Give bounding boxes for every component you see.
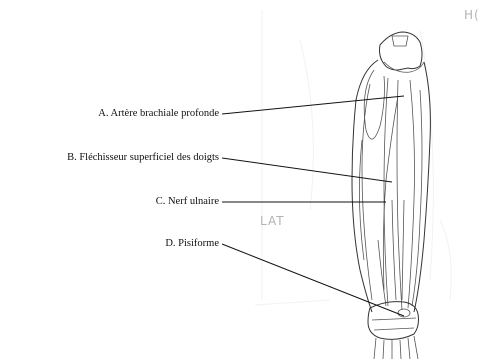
handwritten-lat: LAT [260, 214, 285, 228]
leader-line-d [222, 244, 404, 316]
leader-line-b [222, 158, 392, 182]
forearm-outline [352, 32, 430, 312]
label-d: D. Pisiforme [165, 238, 219, 250]
label-c: C. Nerf ulnaire [156, 196, 219, 208]
leader-line-a [222, 96, 404, 114]
label-a: A. Artère brachiale profonde [98, 108, 219, 120]
wrist-and-hand [368, 302, 419, 359]
label-b: B. Fléchisseur superficiel des doigts [67, 152, 219, 164]
handwritten-corner: H( [464, 8, 478, 22]
